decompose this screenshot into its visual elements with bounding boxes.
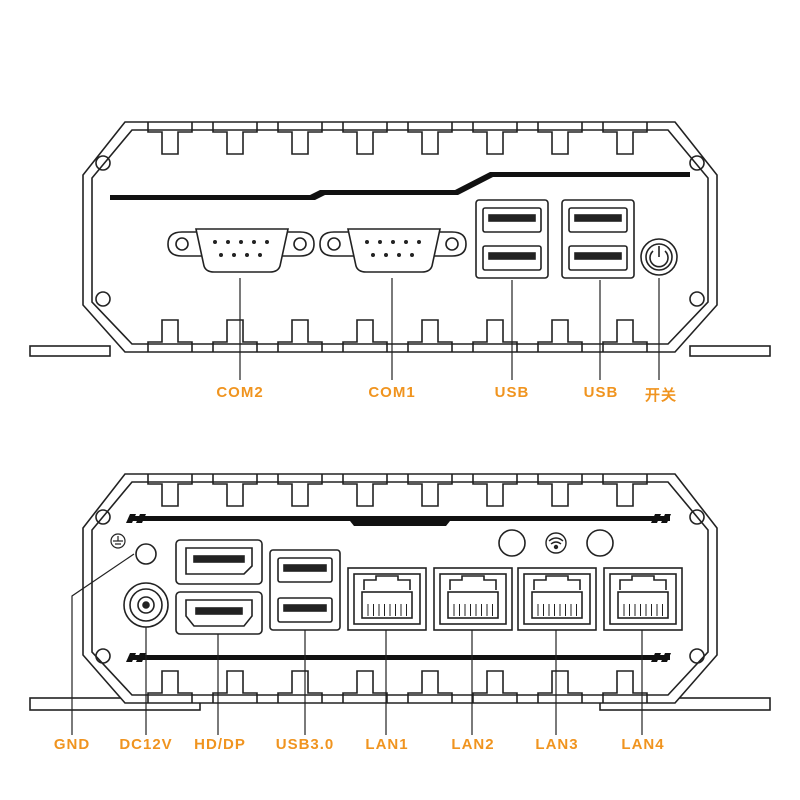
- wifi-icon: [545, 532, 567, 554]
- screw: [689, 509, 705, 525]
- screw: [95, 648, 111, 664]
- hdmi-port: [175, 591, 263, 635]
- gnd-terminal: [135, 543, 157, 565]
- label-gnd: GND: [53, 736, 91, 753]
- heatsink-fin: [147, 122, 193, 155]
- label-lan4: LAN4: [621, 736, 665, 753]
- heatsink-fin: [407, 474, 453, 507]
- heatsink-fin: [147, 474, 193, 507]
- heatsink-fin: [342, 474, 388, 507]
- heatsink-fins-bottom: [147, 319, 648, 352]
- heatsink-fin: [537, 474, 583, 507]
- heatsink-fin: [212, 670, 258, 703]
- lan-port-1: [347, 567, 427, 631]
- heatsink-fin: [537, 670, 583, 703]
- label-usb-a: USB: [494, 384, 530, 401]
- com2-port: [167, 228, 315, 273]
- heatsink-fin: [342, 122, 388, 155]
- usb-port-stack-a: [475, 199, 549, 279]
- chassis-inner-outline: [91, 129, 709, 345]
- label-usb3: USB3.0: [275, 736, 335, 753]
- label-com2: COM2: [216, 384, 264, 401]
- screw: [689, 291, 705, 307]
- heatsink-fins-top: [147, 122, 648, 155]
- heatsink-fin: [537, 122, 583, 155]
- heatsink-fin: [342, 670, 388, 703]
- heatsink-fin: [407, 670, 453, 703]
- screw: [95, 509, 111, 525]
- label-usb-b: USB: [583, 384, 619, 401]
- heatsink-fin: [602, 670, 648, 703]
- screw: [689, 155, 705, 171]
- heatsink-fin: [147, 319, 193, 352]
- heatsink-fin: [472, 319, 518, 352]
- chassis-inner-outline: [91, 481, 709, 696]
- heatsink-fin: [212, 474, 258, 507]
- antenna-hole-right: [586, 529, 614, 557]
- heatsink-fin: [602, 319, 648, 352]
- label-hd-dp: HD/DP: [194, 736, 246, 753]
- screw: [689, 648, 705, 664]
- heatsink-fin: [277, 670, 323, 703]
- decor-band-bottom: [126, 653, 671, 662]
- decor-band: [110, 172, 690, 200]
- label-lan2: LAN2: [451, 736, 495, 753]
- heatsink-fins-top: [147, 474, 648, 507]
- com1-port: [319, 228, 467, 273]
- chassis-outline: [82, 473, 718, 704]
- heatsink-fin: [472, 670, 518, 703]
- heatsink-fin: [277, 319, 323, 352]
- heatsink-fins-bottom: [147, 670, 648, 703]
- heatsink-fin: [407, 122, 453, 155]
- heatsink-fin: [472, 474, 518, 507]
- label-dc12v: DC12V: [119, 736, 173, 753]
- label-lan1: LAN1: [365, 736, 409, 753]
- leader-lines-bottom: [71, 553, 643, 735]
- heatsink-fin: [277, 474, 323, 507]
- screw: [95, 291, 111, 307]
- antenna-hole-left: [498, 529, 526, 557]
- lan-port-2: [433, 567, 513, 631]
- heatsink-fin: [537, 319, 583, 352]
- label-power: 开关: [644, 386, 678, 404]
- heatsink-fin: [602, 474, 648, 507]
- dc-power-jack: [123, 582, 169, 628]
- displayport: [175, 539, 263, 585]
- heatsink-fin: [212, 319, 258, 352]
- usb3-port-stack: [269, 549, 341, 631]
- lan-port-4: [603, 567, 683, 631]
- heatsink-fin: [602, 122, 648, 155]
- label-com1: COM1: [368, 384, 416, 401]
- ground-icon: [110, 533, 126, 549]
- leader-lines-top: [239, 278, 660, 380]
- heatsink-fin: [407, 319, 453, 352]
- usb-port-stack-b: [561, 199, 635, 279]
- decor-band-top: [126, 514, 671, 526]
- heatsink-fin: [342, 319, 388, 352]
- mount-bracket-right: [689, 345, 771, 357]
- power-button: [640, 238, 678, 276]
- label-lan3: LAN3: [535, 736, 579, 753]
- heatsink-fin: [212, 122, 258, 155]
- heatsink-fin: [277, 122, 323, 155]
- heatsink-fin: [147, 670, 193, 703]
- front-panel: [29, 121, 771, 380]
- mount-bracket-left: [29, 345, 111, 357]
- heatsink-fin: [472, 122, 518, 155]
- rear-panel: [29, 473, 771, 735]
- lan-port-3: [517, 567, 597, 631]
- screw: [95, 155, 111, 171]
